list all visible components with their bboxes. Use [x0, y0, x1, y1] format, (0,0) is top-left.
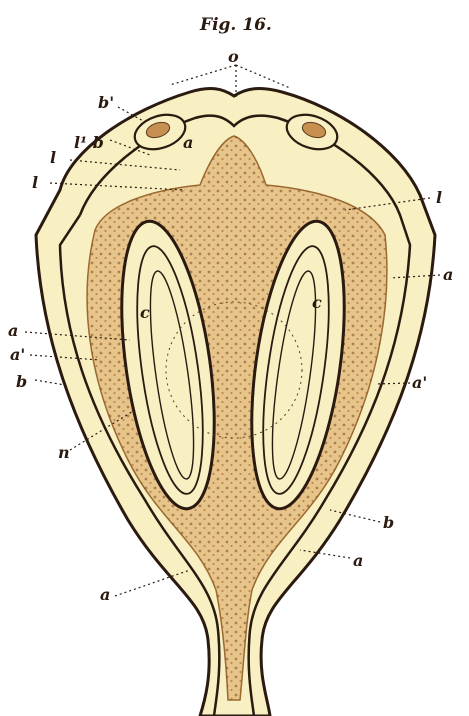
label-a-right-upper: a — [443, 265, 453, 284]
label-l-left: l — [32, 173, 38, 192]
label-b-left: b — [16, 372, 27, 391]
label-c-left: c — [140, 303, 150, 322]
label-a-prime-right: a' — [412, 373, 427, 392]
label-b-right: b — [383, 513, 394, 532]
label-o: o — [228, 47, 239, 66]
figure-title: Fig. 16. — [199, 15, 272, 35]
label-a-right-lower: a — [353, 551, 363, 570]
label-a-prime-left: a' — [10, 345, 25, 364]
label-a-left: a — [8, 321, 18, 340]
label-l-left-top: l — [50, 148, 56, 167]
label-a-top: a — [183, 133, 193, 152]
label-c-right: c — [312, 293, 322, 312]
label-l1-b: l¹ b — [74, 133, 104, 152]
label-l-right: l — [436, 188, 442, 207]
label-b-prime: b' — [98, 93, 114, 112]
label-a-bottom: a — [100, 585, 110, 604]
label-n-left: n — [58, 443, 70, 462]
